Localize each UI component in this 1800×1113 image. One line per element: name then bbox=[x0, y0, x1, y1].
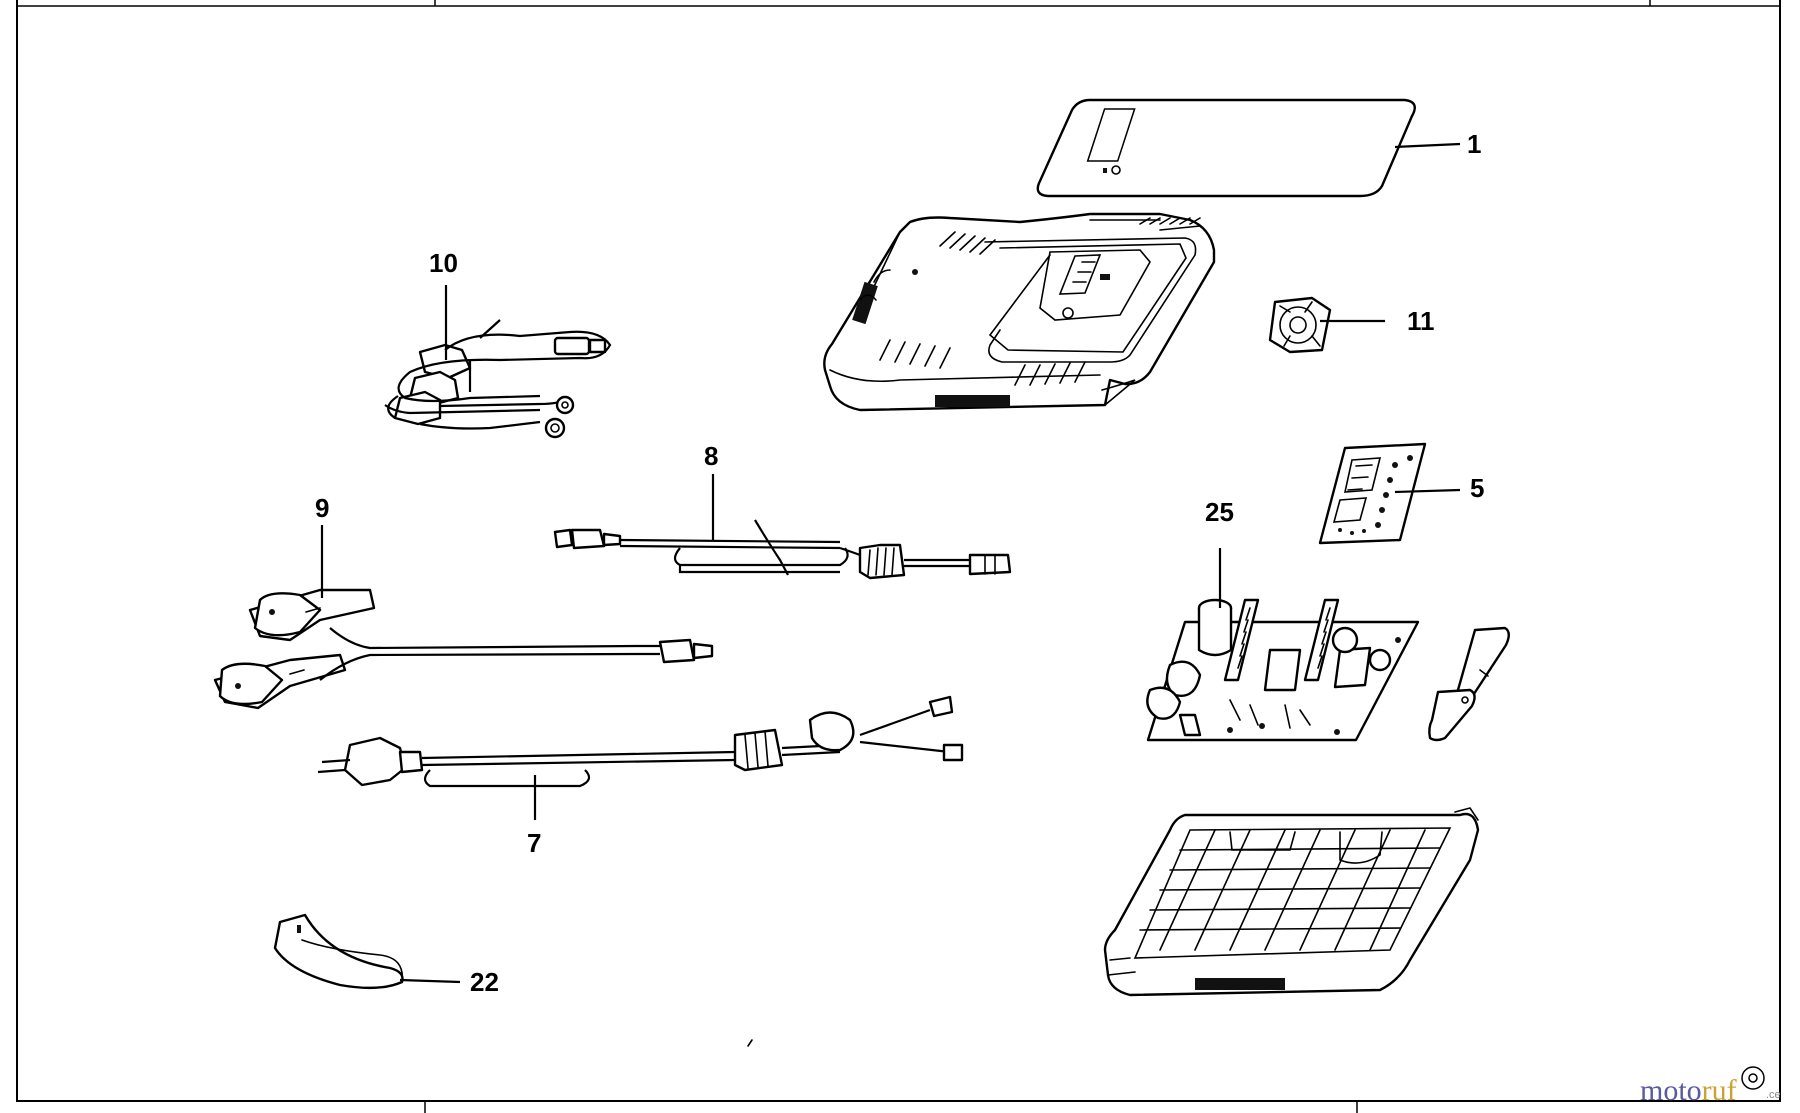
watermark-highlight: r bbox=[1702, 1074, 1712, 1107]
part-10-ring-terminal-cable bbox=[384, 319, 612, 439]
part-8-extension-cable bbox=[553, 519, 1012, 580]
callout-11: 11 bbox=[1407, 306, 1435, 336]
watermark-prefix: moto bbox=[1640, 1074, 1702, 1107]
watermark-gear-icon bbox=[1741, 1066, 1765, 1090]
charger-base-tray bbox=[1103, 807, 1480, 997]
callout-1: 1 bbox=[1467, 129, 1481, 159]
callout-10: 10 bbox=[429, 248, 458, 278]
callout-numbers: 1 10 11 8 5 9 25 7 22 bbox=[315, 129, 1484, 997]
callout-22: 22 bbox=[470, 967, 499, 997]
watermark-tld: .ce bbox=[1766, 1089, 1781, 1101]
charger-top-housing bbox=[823, 212, 1216, 412]
part-5-display-board bbox=[1318, 442, 1427, 545]
part-1-label-sheet bbox=[1036, 98, 1416, 198]
heatsink-strips bbox=[1428, 626, 1510, 742]
part-7-mains-cable bbox=[317, 695, 964, 788]
part-11-fan bbox=[1268, 296, 1332, 354]
stray-mark bbox=[747, 1039, 753, 1047]
part-9-battery-clamps bbox=[213, 588, 714, 710]
svg-text:motoruf: motoruf bbox=[1640, 1074, 1737, 1107]
leader-lines bbox=[320, 142, 1461, 984]
page-frame bbox=[16, 0, 1781, 1113]
part-22-strap bbox=[273, 913, 404, 990]
callout-9: 9 bbox=[315, 493, 329, 523]
callout-8: 8 bbox=[704, 441, 718, 471]
callout-25: 25 bbox=[1205, 497, 1234, 527]
callout-7: 7 bbox=[527, 828, 541, 858]
watermark-suffix: uf bbox=[1712, 1074, 1737, 1107]
callout-5: 5 bbox=[1470, 473, 1484, 503]
watermark-logo: motoruf .ce bbox=[1640, 1066, 1781, 1107]
part-25-main-pcb bbox=[1146, 598, 1420, 742]
